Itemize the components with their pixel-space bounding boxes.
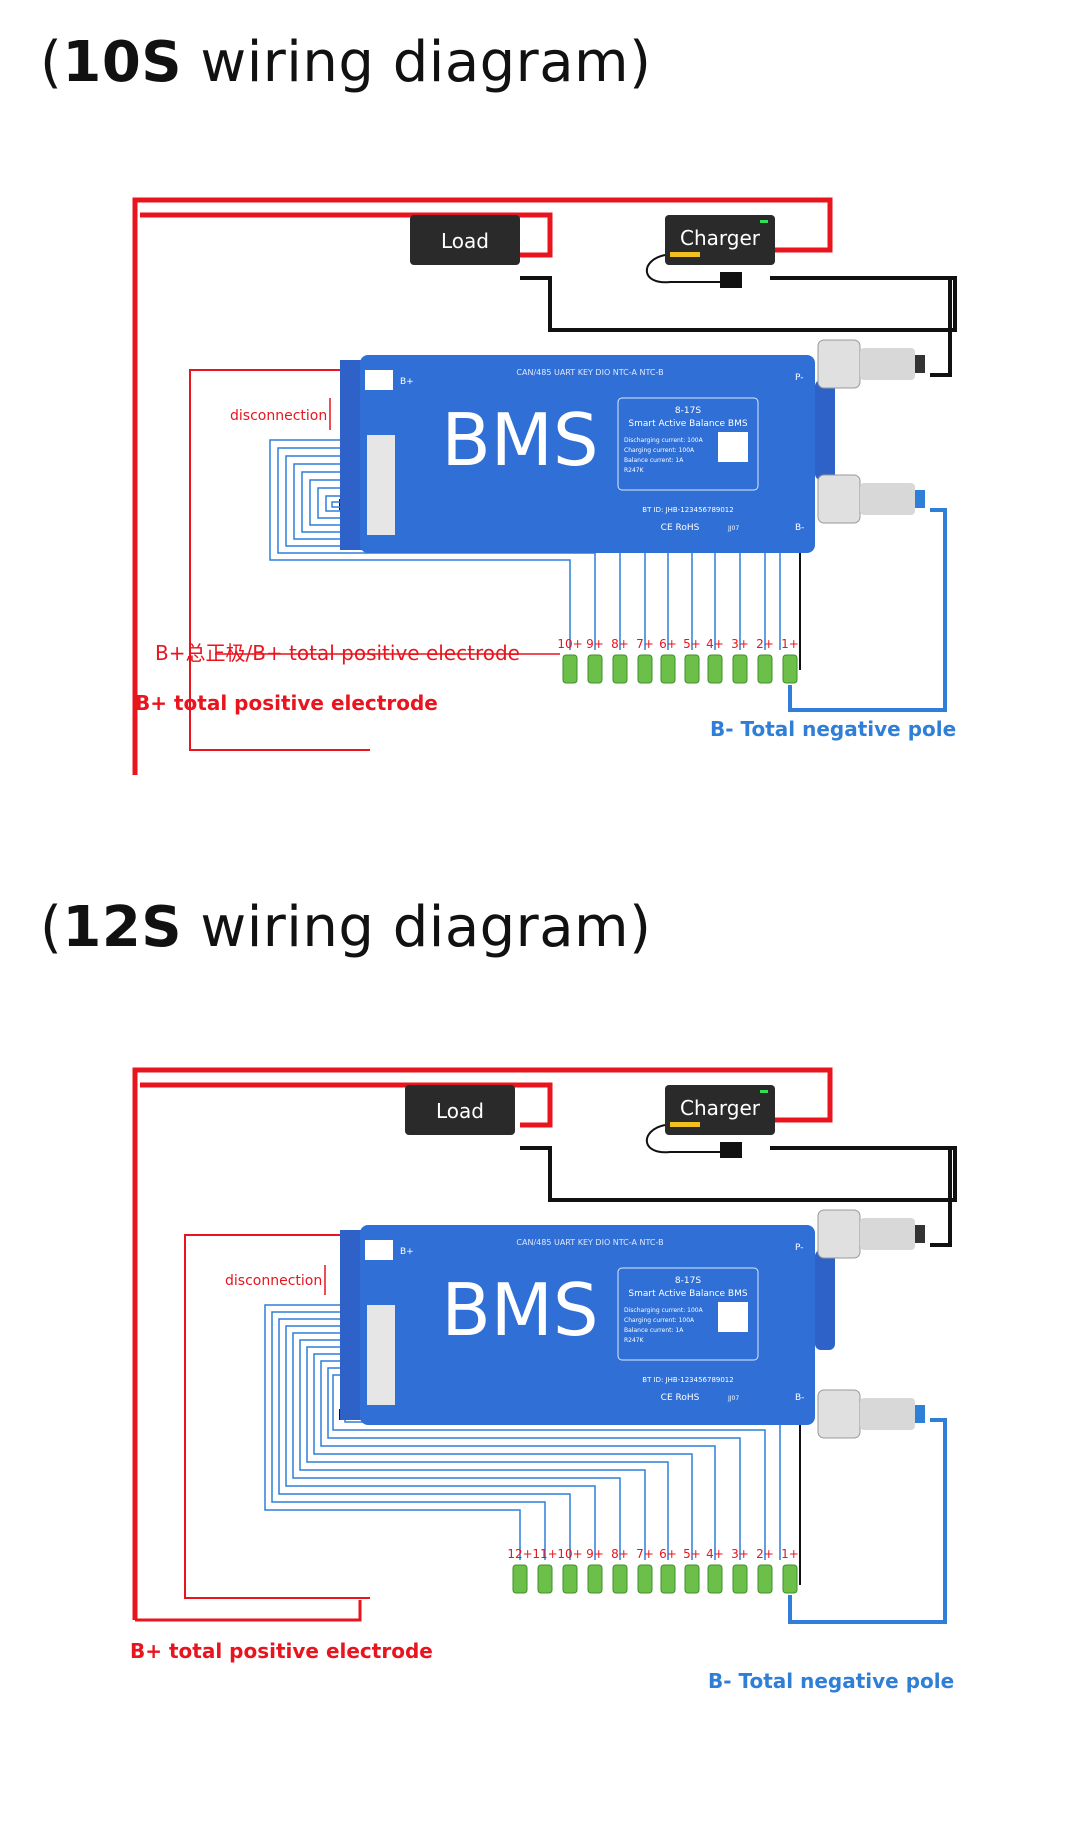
svg-text:P-: P- (795, 373, 803, 383)
bplus-label: B+ total positive electrode (130, 1639, 433, 1663)
bminus-label: B- Total negative pole (710, 717, 956, 741)
svg-text:Charging current: 100A: Charging current: 100A (624, 447, 695, 454)
svg-text:7+: 7+ (636, 637, 654, 651)
svg-text:9+: 9+ (586, 637, 604, 651)
bplus-inner-wire (189, 369, 375, 751)
qr-code (718, 432, 748, 462)
svg-text:4+: 4+ (706, 637, 724, 651)
svg-text:1+: 1+ (781, 637, 799, 651)
svg-text:Charging current: 100A: Charging current: 100A (624, 1317, 695, 1324)
svg-text:5+: 5+ (683, 1547, 701, 1561)
svg-text:9+: 9+ (586, 1547, 604, 1561)
load-device: Load (405, 1085, 515, 1135)
svg-text:2+: 2+ (756, 1547, 774, 1561)
svg-text:B-: B- (795, 523, 804, 533)
cell-labels: 12+ 11+ 10+ 9+ 8+ 7+ 6+ 5+ 4+ 3+ 2+ 1+ (507, 1547, 799, 1561)
charger-device: Charger (645, 1085, 775, 1158)
svg-text:JJ07: JJ07 (727, 1395, 739, 1402)
section-10s-title: (10S wiring diagram) (40, 30, 652, 95)
svg-text:BT ID: JHB-123456789012: BT ID: JHB-123456789012 (642, 1376, 733, 1384)
svg-text:3+: 3+ (731, 1547, 749, 1561)
disconnection-label: disconnection (230, 408, 327, 424)
title-strong: 10S (62, 30, 183, 95)
overlay-label: B+总正极/B+ total positive electrode (155, 641, 520, 665)
title-strong: 12S (62, 895, 183, 960)
battery-cells (512, 1564, 798, 1594)
load-plus-wire (140, 212, 553, 258)
bms-unit: B+ CAN/485 UART KEY DIO NTC-A NTC-B BMS … (340, 339, 925, 553)
load-label: Load (436, 1099, 484, 1123)
svg-text:6+: 6+ (659, 1547, 677, 1561)
bms-unit: B+ CAN/485 UART KEY DIO NTC-A NTC-B BMS … (340, 1209, 925, 1439)
bms-big-label: BMS (441, 1268, 598, 1352)
svg-text:4+: 4+ (706, 1547, 724, 1561)
svg-text:8+: 8+ (611, 637, 629, 651)
bplus-main-wire (132, 1067, 833, 1620)
bplus-main-wire (132, 197, 833, 775)
wiring-diagram-10s: Load Charger B+ CAN/485 UART KEY DIO NTC… (132, 197, 957, 775)
svg-text:1+: 1+ (781, 1547, 799, 1561)
load-label: Load (441, 229, 489, 253)
section-12s-title: (12S wiring diagram) (40, 895, 652, 960)
load-device: Load (410, 215, 520, 265)
bms-info-panel (617, 1267, 759, 1361)
qr-code (718, 1302, 748, 1332)
bms-ports-label: CAN/485 UART KEY DIO NTC-A NTC-B (516, 1238, 663, 1247)
svg-text:2+: 2+ (756, 637, 774, 651)
svg-text:R247K: R247K (624, 1337, 645, 1344)
svg-text:10+: 10+ (557, 637, 582, 651)
svg-text:7+: 7+ (636, 1547, 654, 1561)
svg-text:8+: 8+ (611, 1547, 629, 1561)
wiring-diagram-12s: Load Charger B+ CAN/485 UART KEY DIO NTC… (130, 1067, 957, 1693)
svg-text:Discharging current: 100A: Discharging current: 100A (624, 1307, 704, 1314)
svg-text:CE RoHS: CE RoHS (661, 523, 700, 533)
svg-text:Discharging current: 100A: Discharging current: 100A (624, 437, 704, 444)
pminus-terminal (817, 1209, 861, 1259)
bplus-label: B+ total positive electrode (135, 691, 438, 715)
svg-text:CE RoHS: CE RoHS (661, 1393, 700, 1403)
svg-text:P-: P- (795, 1243, 803, 1253)
diagram-12s: Load Charger B+ CAN/485 UART KEY DIO NTC… (0, 1040, 1080, 1840)
svg-text:B-: B- (795, 1393, 804, 1403)
bminus-terminal (817, 1389, 861, 1439)
bms-bplus-label: B+ (400, 1247, 414, 1257)
charger-device: Charger (645, 215, 775, 288)
charger-minus-wire (770, 1146, 952, 1247)
battery-cells (562, 654, 798, 684)
disconnection-label: disconnection (225, 1273, 322, 1289)
bms-bplus-label: B+ (400, 377, 414, 387)
svg-text:BT ID: JHB-123456789012: BT ID: JHB-123456789012 (642, 506, 733, 514)
svg-text:Smart Active Balance BMS: Smart Active Balance BMS (628, 419, 747, 429)
bminus-wire (788, 508, 947, 712)
charger-minus-wire (770, 276, 952, 377)
svg-text:8-17S: 8-17S (675, 1276, 701, 1286)
load-plus-wire (140, 1082, 553, 1128)
bms-ports-label: CAN/485 UART KEY DIO NTC-A NTC-B (516, 368, 663, 377)
svg-text:6+: 6+ (659, 637, 677, 651)
bplus-inner-wire (184, 1234, 375, 1599)
svg-text:10+: 10+ (557, 1547, 582, 1561)
svg-text:Balance current: 1A: Balance current: 1A (624, 457, 684, 464)
bminus-label: B- Total negative pole (708, 1669, 954, 1693)
pminus-terminal (817, 339, 861, 389)
bms-info-panel (617, 397, 759, 491)
charger-label: Charger (680, 1096, 761, 1120)
bplus-bottom-wire (135, 1600, 362, 1622)
charger-label: Charger (680, 226, 761, 250)
svg-text:11+: 11+ (532, 1547, 557, 1561)
svg-text:8-17S: 8-17S (675, 406, 701, 416)
bms-big-label: BMS (441, 398, 598, 482)
svg-text:R247K: R247K (624, 467, 645, 474)
svg-text:Balance current: 1A: Balance current: 1A (624, 1327, 684, 1334)
svg-text:JJ07: JJ07 (727, 525, 739, 532)
svg-text:Smart Active Balance BMS: Smart Active Balance BMS (628, 1289, 747, 1299)
diagram-10s: Load Charger B+ CAN/485 UART KEY DIO NTC… (0, 170, 1080, 970)
cell-labels: 10+ 9+ 8+ 7+ 6+ 5+ 4+ 3+ 2+ 1+ (557, 637, 799, 651)
svg-text:12+: 12+ (507, 1547, 532, 1561)
bminus-wire (788, 1418, 947, 1624)
bminus-terminal (817, 474, 861, 524)
svg-text:5+: 5+ (683, 637, 701, 651)
svg-text:3+: 3+ (731, 637, 749, 651)
